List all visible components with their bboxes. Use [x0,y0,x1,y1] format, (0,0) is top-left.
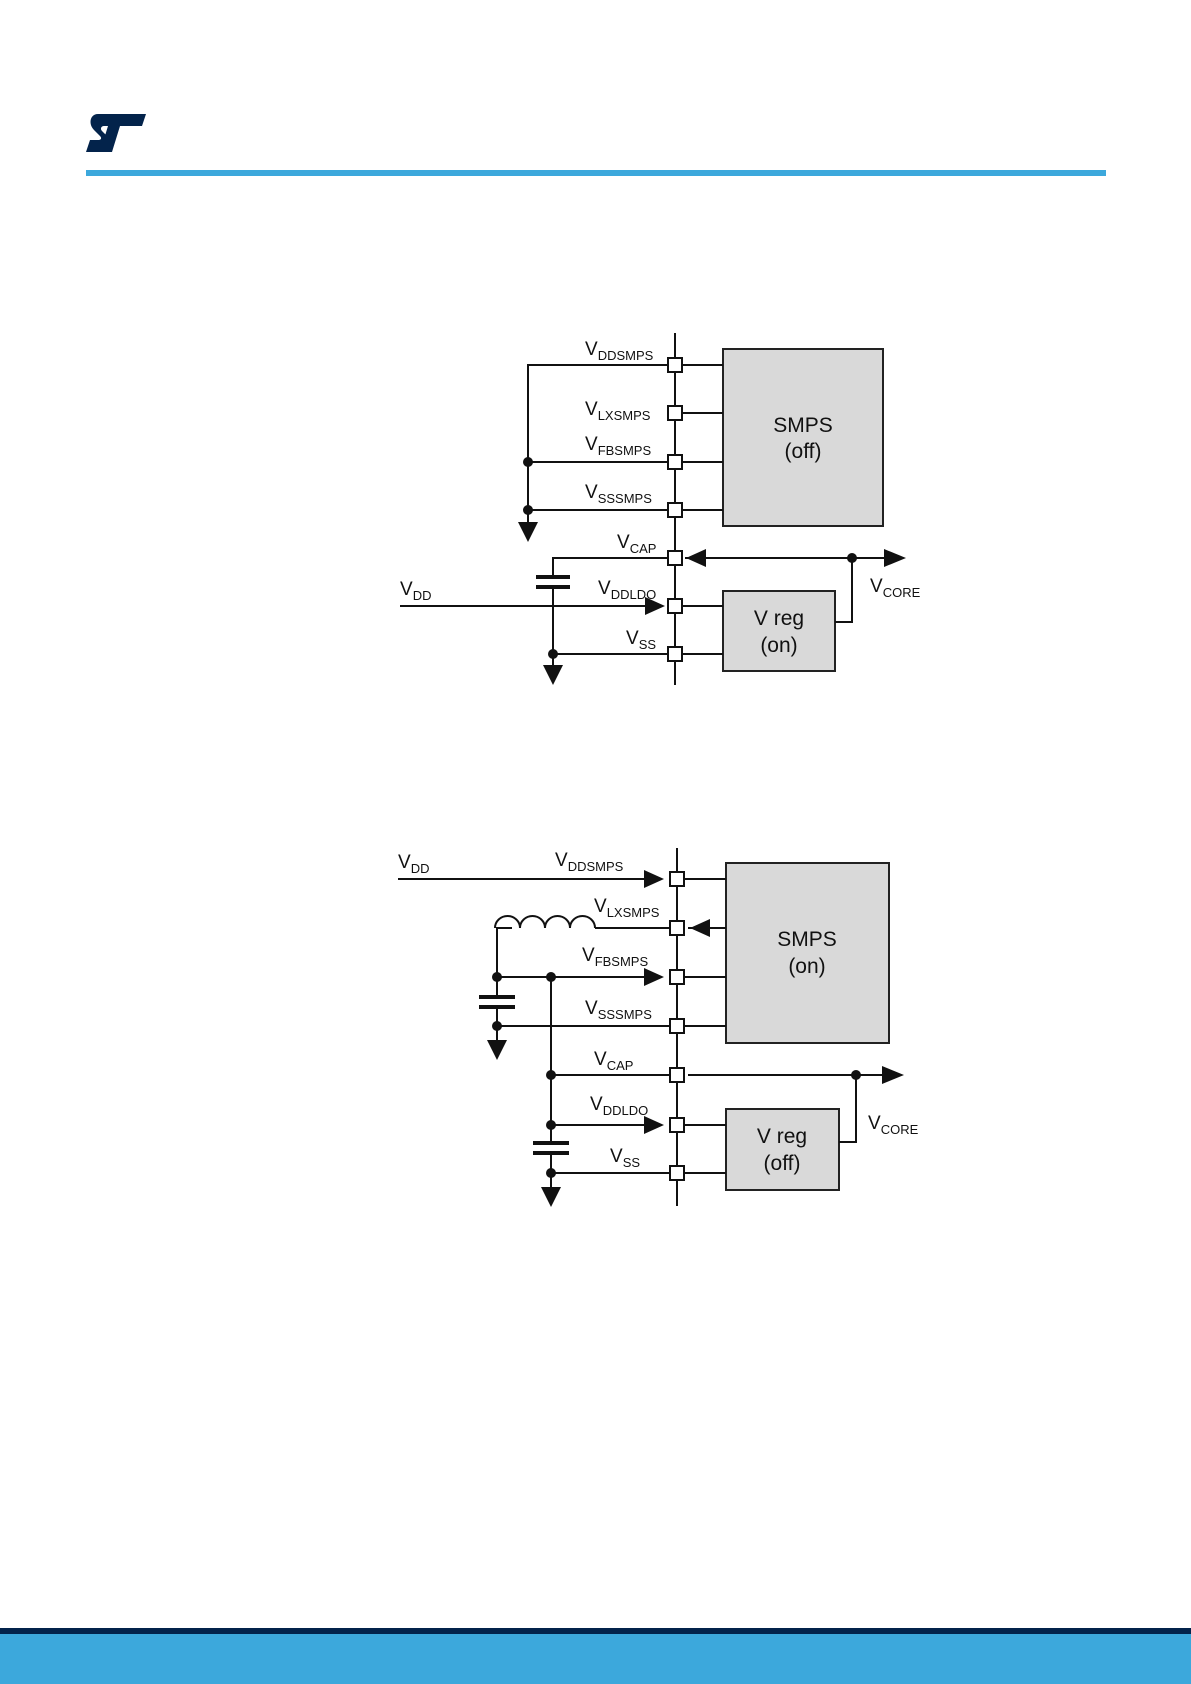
pin-label: VLXSMPS [594,896,660,920]
vreg-label: V reg [757,1125,807,1148]
vreg-state: (off) [764,1152,801,1175]
pin-label: VCAP [594,1049,633,1073]
footer-band [0,1634,1191,1684]
pin-label: VSSSMPS [585,998,652,1022]
inductor-symbol [495,916,595,928]
circuit-diagram-smps-mode: SMPS (on) V reg (off) [0,0,1191,1220]
pin-label: VDDSMPS [555,850,624,874]
vreg-block [726,1109,839,1190]
vdd-label: VDD [398,852,429,876]
ground-symbol [487,1040,507,1060]
smps-block [726,863,889,1043]
smps-state: (on) [788,955,825,978]
pin-label: VFBSMPS [582,945,648,969]
pin-label: VSS [610,1146,640,1170]
smps-label: SMPS [777,928,837,951]
pin-label: VDDLDO [590,1094,648,1118]
vcore-label: VCORE [868,1113,919,1137]
ground-symbol [541,1187,561,1207]
